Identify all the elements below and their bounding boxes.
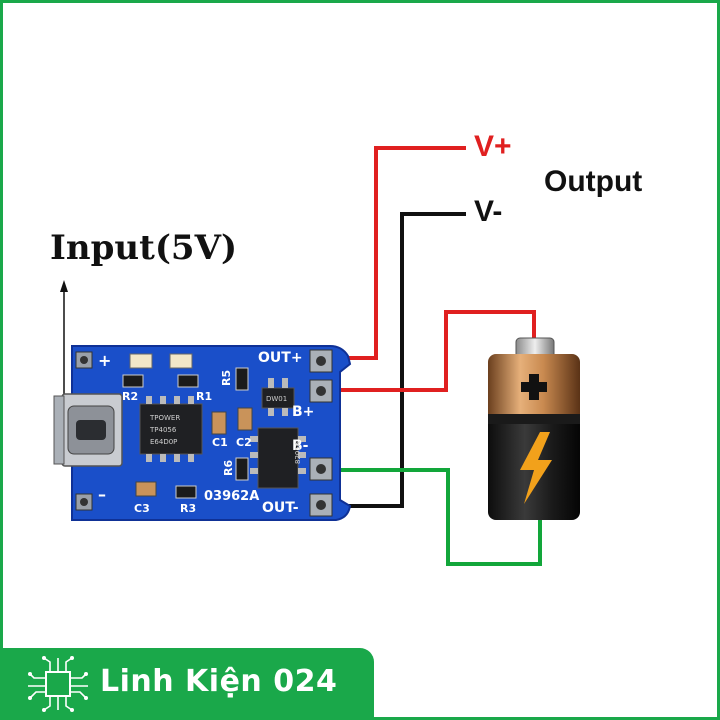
wire-green-bminus	[328, 468, 542, 566]
pcb-minus-mark: –	[98, 485, 106, 504]
chip-marking-brand: TPOWER	[149, 414, 180, 422]
pin-out-plus-label: OUT+	[258, 350, 303, 366]
dw01-marking: DW01	[266, 395, 287, 403]
battery-lightning-icon	[520, 432, 552, 504]
label-c3: C3	[134, 502, 150, 515]
tp4056-module: + – OUT+ B+ B- OUT- 03962A R2 R1 R5 C1 C…	[53, 345, 352, 521]
chip-marking-model: TP4056	[149, 426, 177, 434]
dw01-chip	[261, 378, 295, 416]
pad-out-minus	[309, 493, 333, 517]
pcb-plus-mark: +	[98, 351, 111, 370]
battery	[488, 337, 580, 520]
wire-red-vplus	[328, 146, 466, 360]
label-r2: R2	[122, 390, 138, 403]
label-r6: R6	[222, 460, 235, 476]
input-label: Input(5V)	[50, 228, 238, 268]
led-red	[129, 353, 153, 369]
resistor-r6	[235, 457, 249, 481]
micro-usb-connector	[53, 393, 123, 467]
vminus-label: V-	[474, 195, 503, 228]
mosfet-8205a-chip	[250, 427, 306, 489]
capacitor-c3	[135, 481, 157, 497]
resistor-r2	[122, 374, 144, 388]
wire-red-bplus	[328, 310, 536, 392]
capacitor-c2	[237, 407, 253, 431]
circuit-chip-icon	[28, 656, 88, 712]
board-code: 03962A	[204, 489, 259, 504]
label-c2: C2	[236, 436, 252, 449]
tp4056-chip	[139, 396, 203, 462]
resistor-r5	[235, 367, 249, 391]
mosfet-marking: 8205A	[294, 441, 302, 464]
pin-out-minus-label: OUT-	[262, 500, 299, 516]
label-c1: C1	[212, 436, 228, 449]
led-blue	[169, 353, 193, 369]
pad-out-plus	[309, 349, 333, 373]
label-r5: R5	[220, 370, 233, 386]
output-label: Output	[544, 165, 643, 198]
chip-marking-batch: E64D0P	[150, 438, 177, 446]
label-r3: R3	[180, 502, 196, 515]
resistor-r1	[177, 374, 199, 388]
pin-b-minus-label: B-	[292, 438, 309, 454]
capacitor-c1	[211, 411, 227, 435]
vplus-label: V+	[474, 130, 512, 163]
pin-b-plus-label: B+	[292, 404, 314, 420]
label-r1: R1	[196, 390, 212, 403]
brand-name: Linh Kiện 024	[100, 664, 338, 699]
resistor-r3	[175, 485, 197, 499]
brand-banner	[0, 648, 374, 720]
pad-b-plus	[309, 379, 333, 403]
battery-plus-symbol	[521, 374, 547, 400]
input-arrow	[60, 280, 68, 395]
pad-b-minus	[309, 457, 333, 481]
wire-black-vminus	[328, 212, 466, 508]
